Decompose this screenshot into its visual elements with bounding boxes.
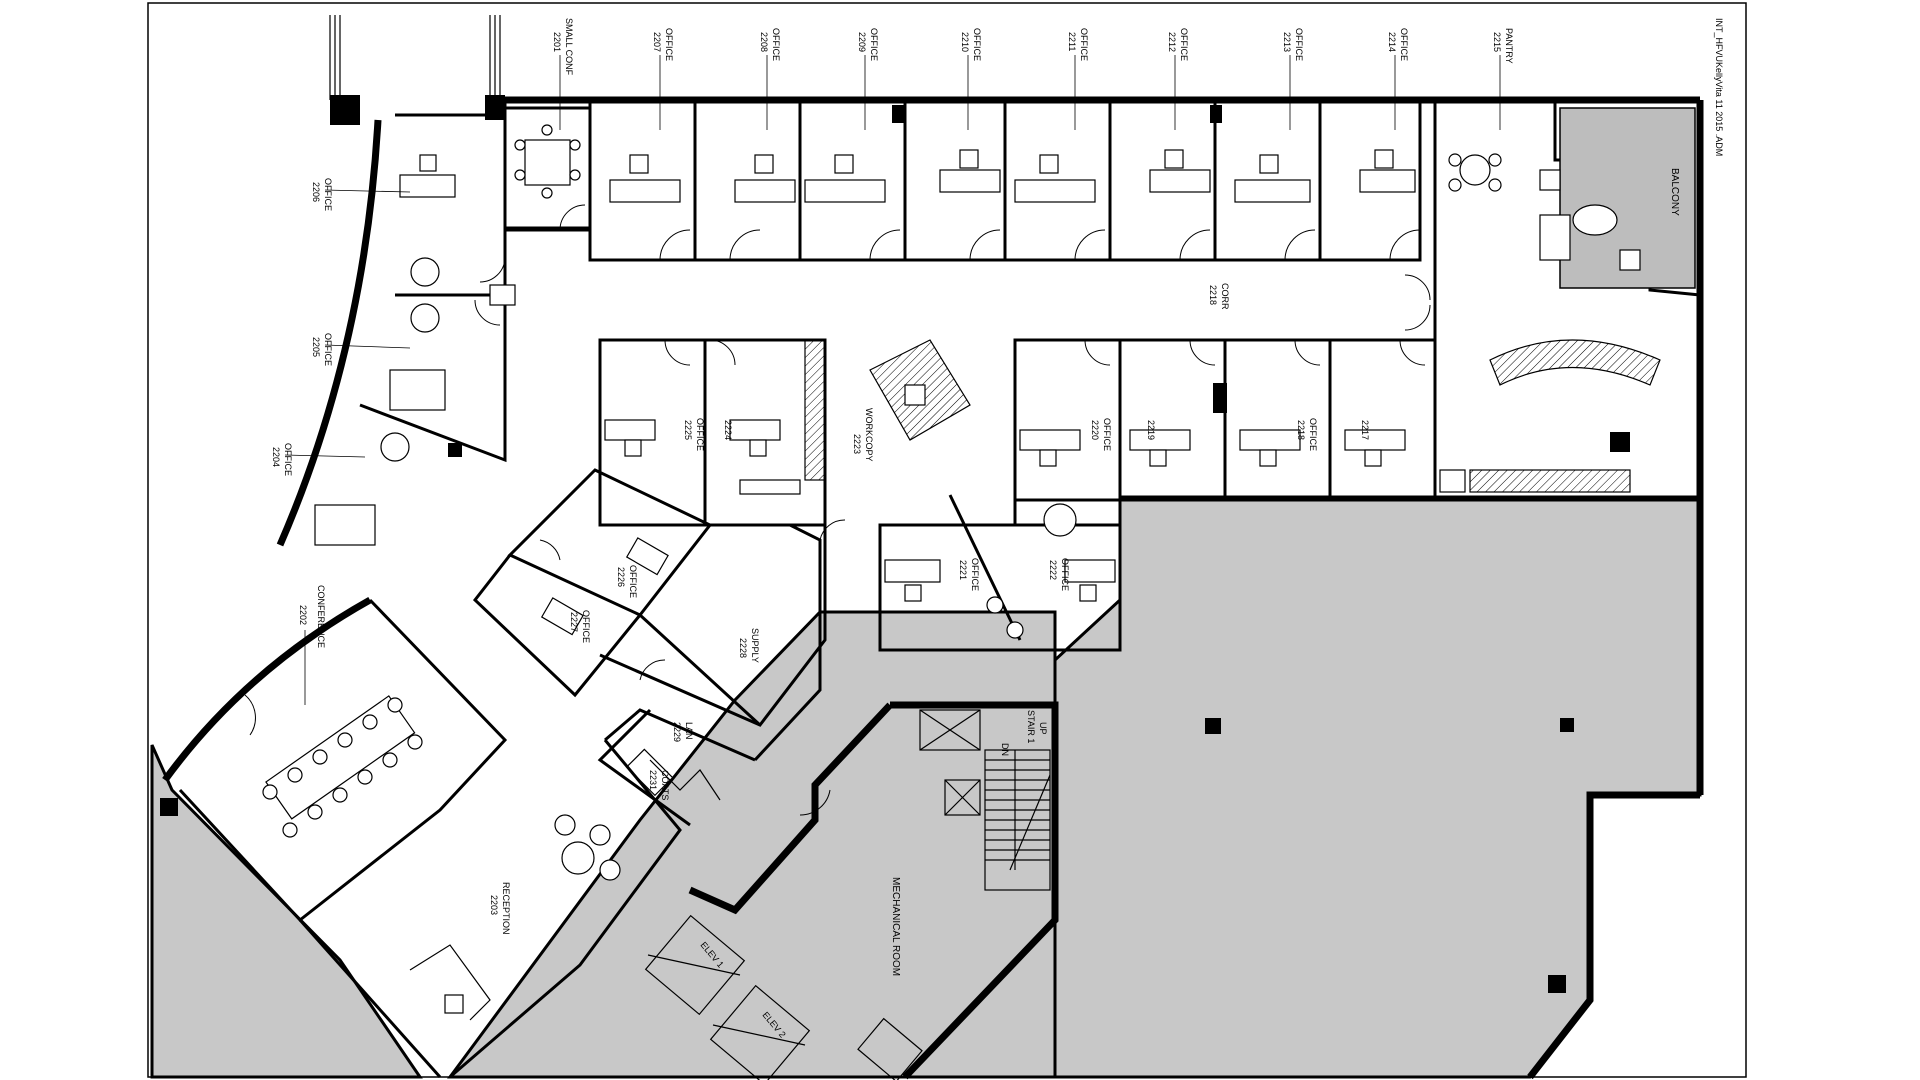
- label-small-conf: SMALL CONF: [564, 18, 574, 76]
- label-reception-no: 2203: [489, 895, 499, 915]
- column: [330, 95, 360, 125]
- elevators: [644, 914, 923, 1080]
- room-labels: SMALL CONF 2201 OFFICE 2207 OFFICE 2208 …: [271, 18, 1724, 1040]
- label-dn: DN: [1000, 743, 1010, 756]
- label-lan: LAN: [684, 722, 694, 740]
- label-top-office-2-no: 2208: [759, 32, 769, 52]
- label-inner-left-2-no: 2224: [723, 420, 733, 440]
- label-inner-right-1-no: 2220: [1090, 420, 1100, 440]
- label-supply: SUPPLY: [750, 628, 760, 663]
- label-conference: CONFERENCE: [316, 585, 326, 648]
- label-left-office-2: OFFICE: [323, 333, 333, 366]
- label-diag-office-2: OFFICE: [581, 610, 591, 643]
- interior-office-block-right: [1013, 338, 1437, 502]
- shell-lower-right: [1053, 495, 1702, 1079]
- lower-offices: [878, 494, 1122, 652]
- label-left-office-2-no: 2205: [311, 337, 321, 357]
- label-pantry: PANTRY: [1504, 28, 1514, 64]
- label-inner-left-1: OFFICE: [695, 418, 705, 451]
- label-corr-no: 2218: [1208, 285, 1218, 305]
- label-stair: STAIR 1: [1026, 710, 1036, 743]
- label-top-office-1: OFFICE: [664, 28, 674, 61]
- label-top-office-6: OFFICE: [1179, 28, 1189, 61]
- label-left-office-3: OFFICE: [283, 443, 293, 476]
- conference-chairs: [262, 697, 423, 838]
- label-corr: CORR: [1220, 283, 1230, 310]
- label-diag-office-1: OFFICE: [628, 565, 638, 598]
- corner-note: INT_HFVUKellyVita 11 2015 .ADM: [1714, 18, 1724, 156]
- small-conf-room: [503, 106, 592, 230]
- label-inner-right-3: OFFICE: [1308, 418, 1318, 451]
- label-lower-office-2: OFFICE: [1060, 558, 1070, 591]
- label-top-office-8: OFFICE: [1399, 28, 1409, 61]
- outer-wall-curve: [276, 119, 382, 547]
- label-top-office-4: OFFICE: [972, 28, 982, 61]
- top-leaders: [559, 55, 1501, 130]
- conference-room: [178, 598, 508, 923]
- label-workcopy-no: 2223: [852, 434, 862, 454]
- label-top-office-3: OFFICE: [869, 28, 879, 61]
- column: [892, 105, 904, 123]
- side-leaders: [284, 189, 411, 705]
- column: [1610, 432, 1630, 452]
- label-diag-office-2-no: 2227: [569, 612, 579, 632]
- label-inner-left-1-no: 2225: [683, 420, 693, 440]
- label-pantry-no: 2215: [1492, 32, 1502, 52]
- outer-wall-conference: [162, 596, 372, 783]
- column: [1548, 975, 1566, 993]
- column: [1560, 718, 1574, 732]
- label-coats: COATS: [660, 770, 670, 800]
- label-inner-right-3-no: 2218: [1296, 420, 1306, 440]
- label-top-office-7-no: 2213: [1282, 32, 1292, 52]
- column: [160, 798, 178, 816]
- corridor-doors: [474, 274, 1431, 541]
- label-left-office-3-no: 2204: [271, 447, 281, 467]
- column: [1205, 718, 1221, 734]
- label-diag-office-1-no: 2226: [616, 567, 626, 587]
- label-reception: RECEPTION: [501, 882, 511, 935]
- label-inner-right-1: OFFICE: [1102, 418, 1112, 451]
- label-workcopy: WORKCOPY: [864, 408, 874, 462]
- label-lower-office-1: OFFICE: [970, 558, 980, 591]
- window-mullions-left: [329, 15, 501, 100]
- label-top-office-5-no: 2211: [1067, 32, 1077, 51]
- top-office-furniture: [609, 149, 1416, 203]
- label-top-office-8-no: 2214: [1387, 32, 1397, 52]
- label-top-office-3-no: 2209: [857, 32, 867, 52]
- reception-area: [298, 739, 682, 1079]
- label-mechanical: MECHANICAL ROOM: [890, 877, 901, 976]
- label-top-office-7: OFFICE: [1294, 28, 1304, 61]
- label-top-office-2: OFFICE: [771, 28, 781, 61]
- left-offices: [314, 113, 516, 546]
- label-up: UP: [1038, 722, 1048, 735]
- label-top-office-4-no: 2210: [960, 32, 970, 52]
- label-small-conf-no: 2201: [552, 32, 562, 52]
- interior-office-block-left: [598, 338, 827, 527]
- label-top-office-6-no: 2212: [1167, 32, 1177, 52]
- label-inner-right-2-no: 2219: [1146, 420, 1156, 440]
- label-lower-office-1-no: 2221: [958, 560, 968, 580]
- label-balcony: BALCONY: [1669, 168, 1680, 216]
- label-top-office-1-no: 2207: [652, 32, 662, 52]
- diagonal-offices: [472, 468, 827, 827]
- stair-1: [984, 749, 1051, 891]
- workcopy-area: [869, 339, 971, 441]
- column: [448, 443, 462, 457]
- label-coats-no: 2231: [648, 770, 658, 790]
- mechanical-room: [688, 701, 1059, 1080]
- label-inner-right-4-no: 2217: [1360, 420, 1370, 440]
- label-lan-no: 2229: [672, 722, 682, 742]
- label-supply-no: 2228: [738, 638, 748, 658]
- label-conference-no: 2202: [298, 605, 308, 625]
- outer-wall-right-lower: [1527, 791, 1700, 1080]
- shell-lower-left: [150, 744, 423, 1079]
- label-left-office-1-no: 2206: [311, 182, 321, 202]
- label-top-office-5: OFFICE: [1079, 28, 1089, 61]
- pantry-lounge: [1433, 100, 1701, 502]
- label-left-office-1: OFFICE: [323, 178, 333, 211]
- shell-lower-middle: [447, 610, 1057, 1079]
- label-lower-office-2-no: 2222: [1048, 560, 1058, 580]
